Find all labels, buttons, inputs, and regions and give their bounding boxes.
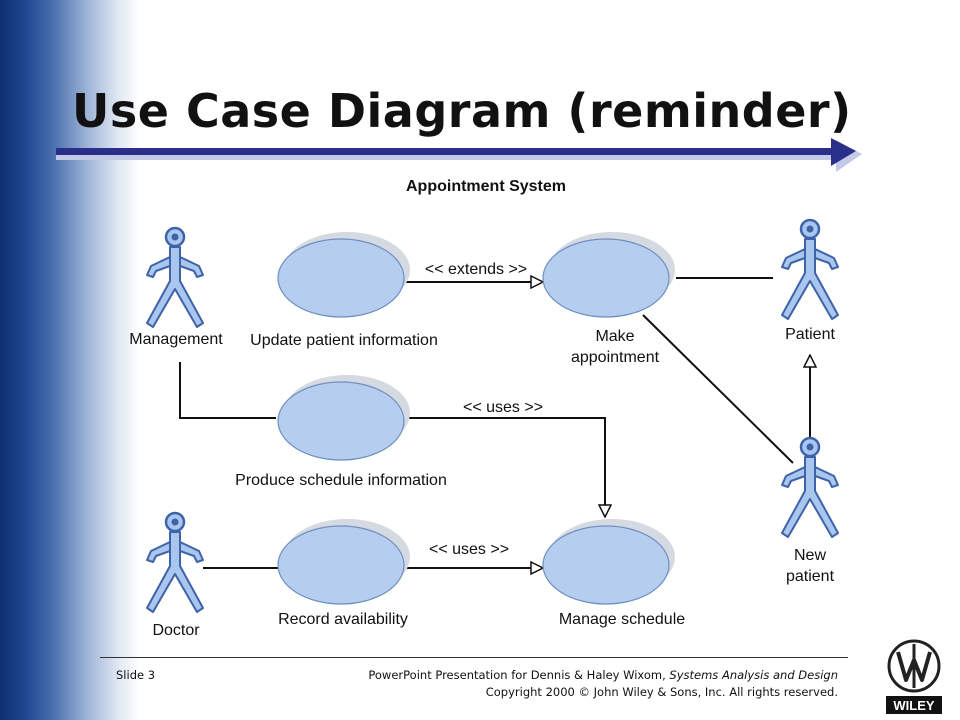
new-patient-actor-icon [780, 436, 840, 539]
manage-schedule-usecase [542, 518, 676, 605]
usecase-label-manage-schedule: Manage schedule [558, 611, 686, 628]
footer-credit-prefix: PowerPoint Presentation for Dennis & Hal… [368, 668, 670, 682]
usecase-label-make-appointment: Make appointment [571, 326, 659, 368]
use-case-diagram: Appointment System Management Doctor Pat… [128, 175, 844, 640]
wiley-logo: WILEY [886, 639, 942, 714]
usecase-label-make-appointment-line1: Make [595, 328, 635, 345]
uses-connector-1 [406, 417, 605, 517]
footer-divider [100, 657, 848, 658]
relation-label-extends: << extends >> [424, 261, 528, 278]
system-title: Appointment System [405, 178, 567, 195]
record-availability-usecase [277, 518, 411, 605]
title-underline-arrow [56, 138, 862, 172]
produce-schedule-usecase [277, 374, 411, 461]
actor-label-new-patient: New patient [786, 545, 834, 587]
usecase-label-make-appointment-line2: appointment [570, 349, 660, 366]
make-appointment-usecase [542, 231, 676, 318]
management-actor-icon [145, 226, 205, 329]
actor-label-new-patient-line2: patient [785, 568, 835, 585]
footer-credit-line2: Copyright 2000 © John Wiley & Sons, Inc.… [485, 685, 838, 699]
wiley-logo-text: WILEY [893, 698, 934, 713]
relation-label-uses-1: << uses >> [462, 399, 544, 416]
doctor-actor-icon [145, 511, 205, 614]
relation-label-uses-2: << uses >> [428, 541, 510, 558]
actor-label-doctor: Doctor [152, 622, 200, 639]
actor-label-management: Management [129, 331, 223, 348]
slide-number: Slide 3 [116, 668, 156, 682]
new-patient-association [642, 314, 794, 464]
footer-credit: PowerPoint Presentation for Dennis & Hal… [368, 668, 838, 699]
patient-actor-icon [780, 218, 840, 321]
diagram-graphics [145, 218, 840, 614]
footer-credit-line1: PowerPoint Presentation for Dennis & Hal… [368, 668, 838, 682]
usecase-label-record-availability: Record availability [278, 611, 408, 628]
actor-label-new-patient-line1: New [793, 547, 827, 564]
management-association [179, 362, 276, 419]
update-patient-usecase [277, 231, 411, 318]
connectors [179, 278, 810, 568]
usecase-label-produce-schedule: Produce schedule information [235, 472, 447, 489]
side-gradient-band [0, 0, 140, 720]
slide-title: Use Case Diagram (reminder) [72, 84, 852, 138]
actor-label-patient: Patient [785, 326, 835, 343]
footer-credit-book-title: Systems Analysis and Design [669, 668, 838, 682]
usecase-label-update-patient: Update patient information [250, 332, 438, 349]
